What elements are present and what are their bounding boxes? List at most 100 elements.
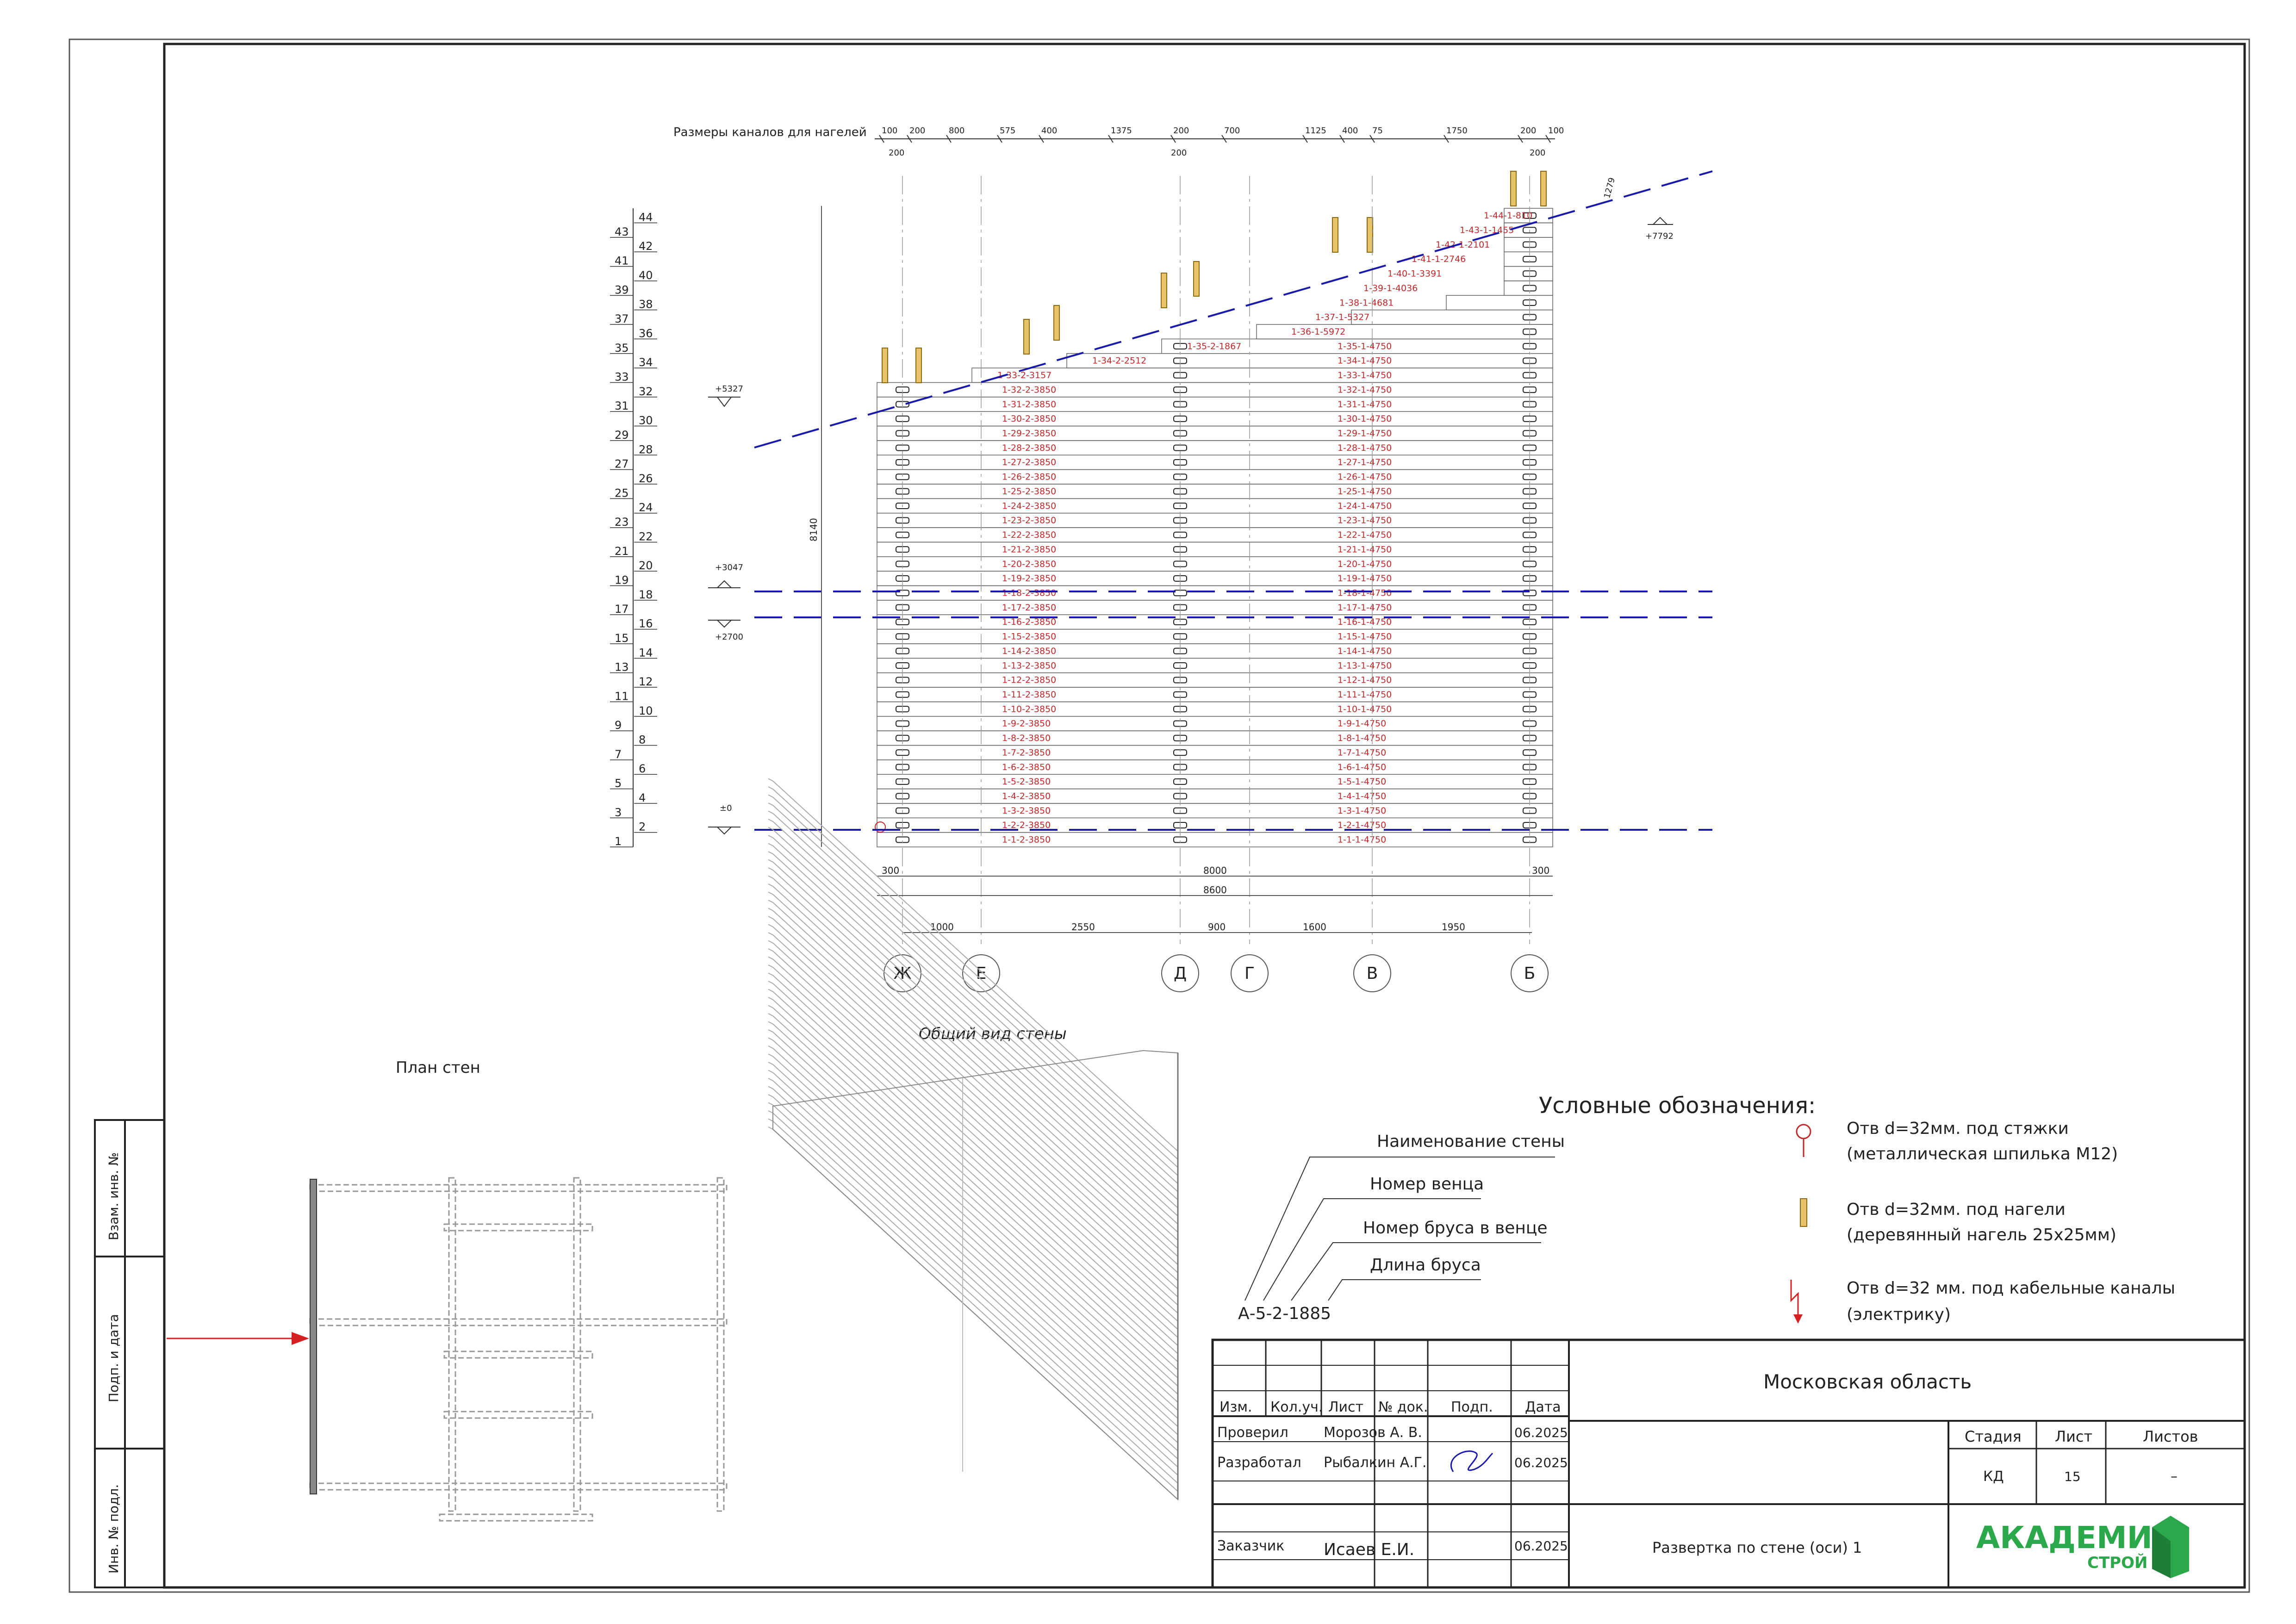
legend-crown-no: Номер венца: [1370, 1175, 1484, 1194]
channels-title: Размеры каналов для нагелей: [673, 125, 867, 139]
beam-label-left: 1-13-2-3850: [1002, 660, 1056, 671]
axis-dim-label: 900: [1208, 921, 1226, 933]
side-stamp: [94, 1119, 165, 1588]
beam-label-right: 1-38-1-4681: [1339, 298, 1394, 308]
axis-label: Г: [1244, 964, 1255, 983]
beam-label-left: 1-35-2-1867: [1187, 341, 1241, 351]
beam-label-left: 1-15-2-3850: [1002, 632, 1056, 642]
tie-hole: [1523, 720, 1537, 727]
beam-label-right: 1-10-1-4750: [1338, 704, 1392, 714]
beam-label-right: 1-2-1-4750: [1338, 820, 1386, 830]
legend-beam-no: Номер бруса в венце: [1363, 1219, 1548, 1238]
dim-right-300: 300: [1532, 865, 1549, 876]
beam-label-right: 1-3-1-4750: [1338, 806, 1386, 816]
logo-sub-text: СТРОЙ: [2087, 1553, 2147, 1572]
beam-label-left: 1-32-2-3850: [1002, 385, 1056, 395]
top-dim-label: 100: [882, 126, 897, 136]
row-number: 35: [615, 342, 629, 355]
row-number: 28: [639, 443, 653, 456]
row-number: 2: [639, 821, 646, 834]
row-number: 40: [639, 269, 653, 282]
top-dim-label: 200: [1530, 148, 1545, 158]
beam-label-left: 1-4-2-3850: [1002, 791, 1051, 802]
row-number: 10: [639, 704, 653, 717]
top-dim-label: 575: [1000, 126, 1015, 136]
row-number: 43: [615, 225, 629, 238]
inner-frame: [163, 43, 2246, 1589]
legend-item3-l2: (электрику): [1847, 1305, 1951, 1324]
row-number: 23: [615, 516, 629, 529]
beam-label-right: 1-24-1-4750: [1338, 501, 1392, 511]
row-number: 37: [615, 312, 629, 325]
axis-label: Б: [1524, 964, 1536, 983]
beam-label-right: 1-4-1-4750: [1338, 791, 1386, 802]
row-number: 34: [639, 356, 653, 369]
beam-label-left: 1-7-2-3850: [1002, 747, 1051, 758]
beam-label-left: 1-10-2-3850: [1002, 704, 1056, 714]
beam-label-left: 1-21-2-3850: [1002, 544, 1056, 554]
beam-label-right: 1-5-1-4750: [1338, 777, 1386, 787]
top-dim-label: 200: [889, 148, 904, 158]
beam-label-left: 1-29-2-3850: [1002, 429, 1056, 439]
stamp-signature-date: Подп. и дата: [106, 1314, 121, 1402]
dowel-marker: [1332, 217, 1338, 253]
wall-1-highlight: [310, 1179, 317, 1494]
row-number: 13: [615, 661, 629, 674]
top-dim-label: 700: [1224, 126, 1240, 136]
row-number: 20: [639, 559, 653, 572]
tie-hole-icon: [1796, 1124, 1811, 1139]
tie-hole: [1523, 227, 1537, 234]
stage-value: КД: [1983, 1468, 2004, 1485]
row-number: 19: [615, 574, 629, 587]
date-developed: 06.2025: [1514, 1455, 1568, 1470]
beam-label-left: 1-6-2-3850: [1002, 762, 1051, 772]
axis-label: Е: [976, 964, 987, 983]
tie-hole: [896, 807, 909, 814]
dim-left-300: 300: [882, 865, 899, 876]
sheets-value: –: [2171, 1468, 2178, 1485]
tie-hole: [896, 778, 909, 785]
beam-label-right: 1-7-1-4750: [1338, 747, 1386, 758]
top-dim-label: 75: [1372, 126, 1383, 136]
beam-label-left: 1-20-2-3850: [1002, 559, 1056, 569]
beam-label-right: 1-28-1-4750: [1338, 443, 1392, 453]
row-number: 14: [639, 646, 653, 659]
wall-isometric-view: [768, 778, 1179, 1501]
legend-item2-l1: Отв d=32мм. под нагели: [1847, 1200, 2066, 1219]
name-customer: Исаев Е.И.: [1324, 1540, 1414, 1559]
height-dimension: 8140: [808, 206, 822, 847]
level-7792: +7792: [1645, 231, 1674, 241]
height-dim-label: 8140: [808, 518, 819, 541]
dowel-marker: [1023, 319, 1030, 355]
row-number-scale: 1234567891011121314151617181920212223242…: [610, 208, 657, 848]
legend-item1-l1: Отв d=32мм. под стяжки: [1847, 1119, 2069, 1138]
legend-item1-l2: (металлическая шпилька М12): [1847, 1145, 2118, 1164]
stamp-replaced-inv: Взам. инв. №: [106, 1152, 121, 1240]
level-marks: +5327 +3047 +2700 ±0 +7792 1279: [708, 176, 1674, 835]
beam-label-right: 1-43-1-1455: [1460, 225, 1514, 235]
tie-hole: [1173, 503, 1187, 510]
beam-label-right: 1-14-1-4750: [1338, 646, 1392, 656]
legend-title: Условные обозначения:: [1539, 1093, 1816, 1119]
tie-hole: [896, 503, 909, 510]
beam-label-right: 1-13-1-4750: [1338, 660, 1392, 671]
legend-item3-l1: Отв d=32 мм. под кабельные каналы: [1847, 1279, 2175, 1298]
beam-label-left: 1-30-2-3850: [1002, 414, 1056, 424]
beam-label-right: 1-8-1-4750: [1338, 733, 1386, 743]
dowel-marker: [1053, 305, 1060, 341]
row-number: 12: [639, 675, 653, 688]
beam-label-left: 1-33-2-3157: [997, 370, 1052, 380]
beam-label-right: 1-11-1-4750: [1338, 690, 1392, 700]
dowel-marker: [1193, 261, 1200, 297]
beam-label-left: 1-2-2-3850: [1002, 820, 1051, 830]
beam-label-left: 1-31-2-3850: [1002, 399, 1056, 410]
top-dim-label: 200: [1173, 126, 1189, 136]
beam-label-right: 1-33-1-4750: [1338, 370, 1392, 380]
row-number: 27: [615, 458, 629, 471]
tie-hole: [1173, 720, 1187, 727]
dim-1279: 1279: [1602, 176, 1617, 199]
hdr-ndok: № док.: [1378, 1399, 1428, 1415]
axis-dim-label: 1950: [1442, 921, 1465, 933]
